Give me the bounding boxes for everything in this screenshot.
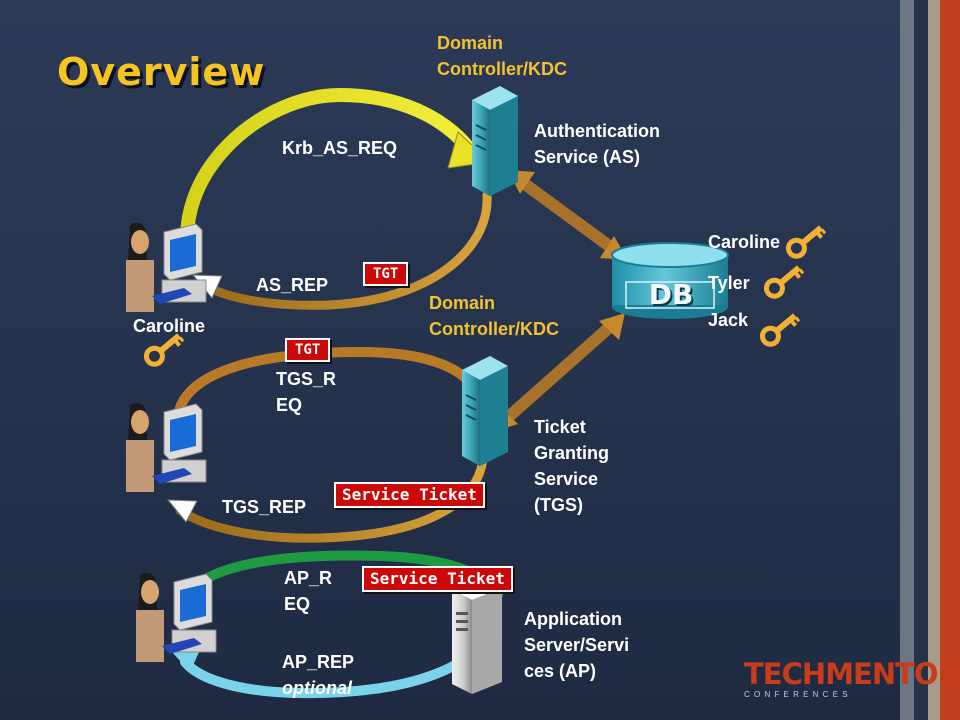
stripe-orange xyxy=(940,0,960,720)
tgs-rep-arrowhead xyxy=(166,499,198,523)
kdc-label-top: Domain Controller/KDC xyxy=(437,30,567,82)
msg-ap-req-line2: EQ xyxy=(284,594,311,614)
msg-ap-rep: AP_REP optional xyxy=(282,649,354,701)
tgs-label-line2: Granting xyxy=(534,443,609,463)
brand-name-part2: MENTOR xyxy=(825,657,960,691)
msg-ap-rep-line1: AP_REP xyxy=(282,652,355,672)
msg-tgs-req-line1: TGS_R xyxy=(276,369,337,389)
as-label: Authentication Service (AS) xyxy=(534,118,660,170)
service-ticket-badge-tgs-rep: Service Ticket xyxy=(334,482,485,508)
client-computer-2-icon xyxy=(126,402,207,492)
db-cylinder-icon xyxy=(611,242,729,319)
tgs-label-line4: (TGS) xyxy=(534,495,583,515)
as-rep-arrow xyxy=(200,190,492,310)
tgs-server-icon xyxy=(462,356,508,466)
stripe-tan xyxy=(928,0,940,720)
tgs-req-arrow xyxy=(172,346,483,435)
kdc-label-mid: Domain Controller/KDC xyxy=(429,290,559,342)
as-label-line1: Authentication xyxy=(534,121,660,141)
ap-label-line2: Server/Servi xyxy=(524,635,630,655)
caroline-key-icon xyxy=(143,333,185,367)
tgs-label-line3: Service xyxy=(534,469,599,489)
stripe-gray xyxy=(900,0,914,720)
kdc-label-mid-line1: Domain xyxy=(429,293,496,313)
ap-label-line1: Application xyxy=(524,609,622,629)
ap-rep-arrowhead xyxy=(172,650,200,672)
msg-tgs-req-line2: EQ xyxy=(276,395,303,415)
db-user-2: Tyler xyxy=(708,273,750,293)
as-label-line2: Service (AS) xyxy=(534,147,641,167)
msg-ap-req: AP_R EQ xyxy=(284,565,332,617)
msg-ap-req-line1: AP_R xyxy=(284,568,333,588)
kdc-label-top-line1: Domain xyxy=(437,33,504,53)
brand-sub: C O N F E R E N C E S xyxy=(744,690,849,699)
client-name-label: Caroline xyxy=(133,316,206,336)
slide-title: Overview xyxy=(57,50,266,94)
db-user-key-2-icon xyxy=(763,265,805,299)
msg-as-rep: AS_REP xyxy=(256,275,329,295)
ap-label-line3: ces (AP) xyxy=(524,661,597,681)
brand-name-part1: TECH xyxy=(744,657,826,691)
client-computer-3-icon xyxy=(136,572,217,662)
db-user-key-3-icon xyxy=(759,313,801,347)
db-label: DB xyxy=(648,278,694,311)
ap-label: Application Server/Servi ces (AP) xyxy=(524,606,629,684)
app-server-icon xyxy=(452,578,502,694)
msg-tgs-rep: TGS_REP xyxy=(222,497,307,517)
techmentor-logo: TECHMENTOR C O N F E R E N C E S xyxy=(744,657,960,700)
msg-ap-rep-note: optional xyxy=(282,678,352,698)
tgt-badge-as-rep: TGT xyxy=(363,262,409,286)
as-db-link xyxy=(508,170,628,260)
db-user-key-1-icon xyxy=(785,225,827,259)
tgs-label: Ticket Granting Service (TGS) xyxy=(534,414,609,518)
client-computer-1-icon xyxy=(126,222,207,312)
stripe-dark xyxy=(914,0,928,720)
kdc-label-mid-line2: Controller/KDC xyxy=(429,319,559,339)
krb-as-req-arrow xyxy=(180,87,477,269)
msg-tgs-req: TGS_R EQ xyxy=(276,366,336,418)
as-server-icon xyxy=(472,86,518,196)
tgs-label-line1: Ticket xyxy=(534,417,586,437)
db-user-1: Caroline xyxy=(708,232,781,252)
tgt-badge-tgs-req: TGT xyxy=(285,338,331,362)
kdc-label-top-line2: Controller/KDC xyxy=(437,59,567,79)
db-user-3: Jack xyxy=(708,310,749,330)
msg-krb-as-req: Krb_AS_REQ xyxy=(282,138,398,158)
service-ticket-badge-ap-req: Service Ticket xyxy=(362,566,513,592)
